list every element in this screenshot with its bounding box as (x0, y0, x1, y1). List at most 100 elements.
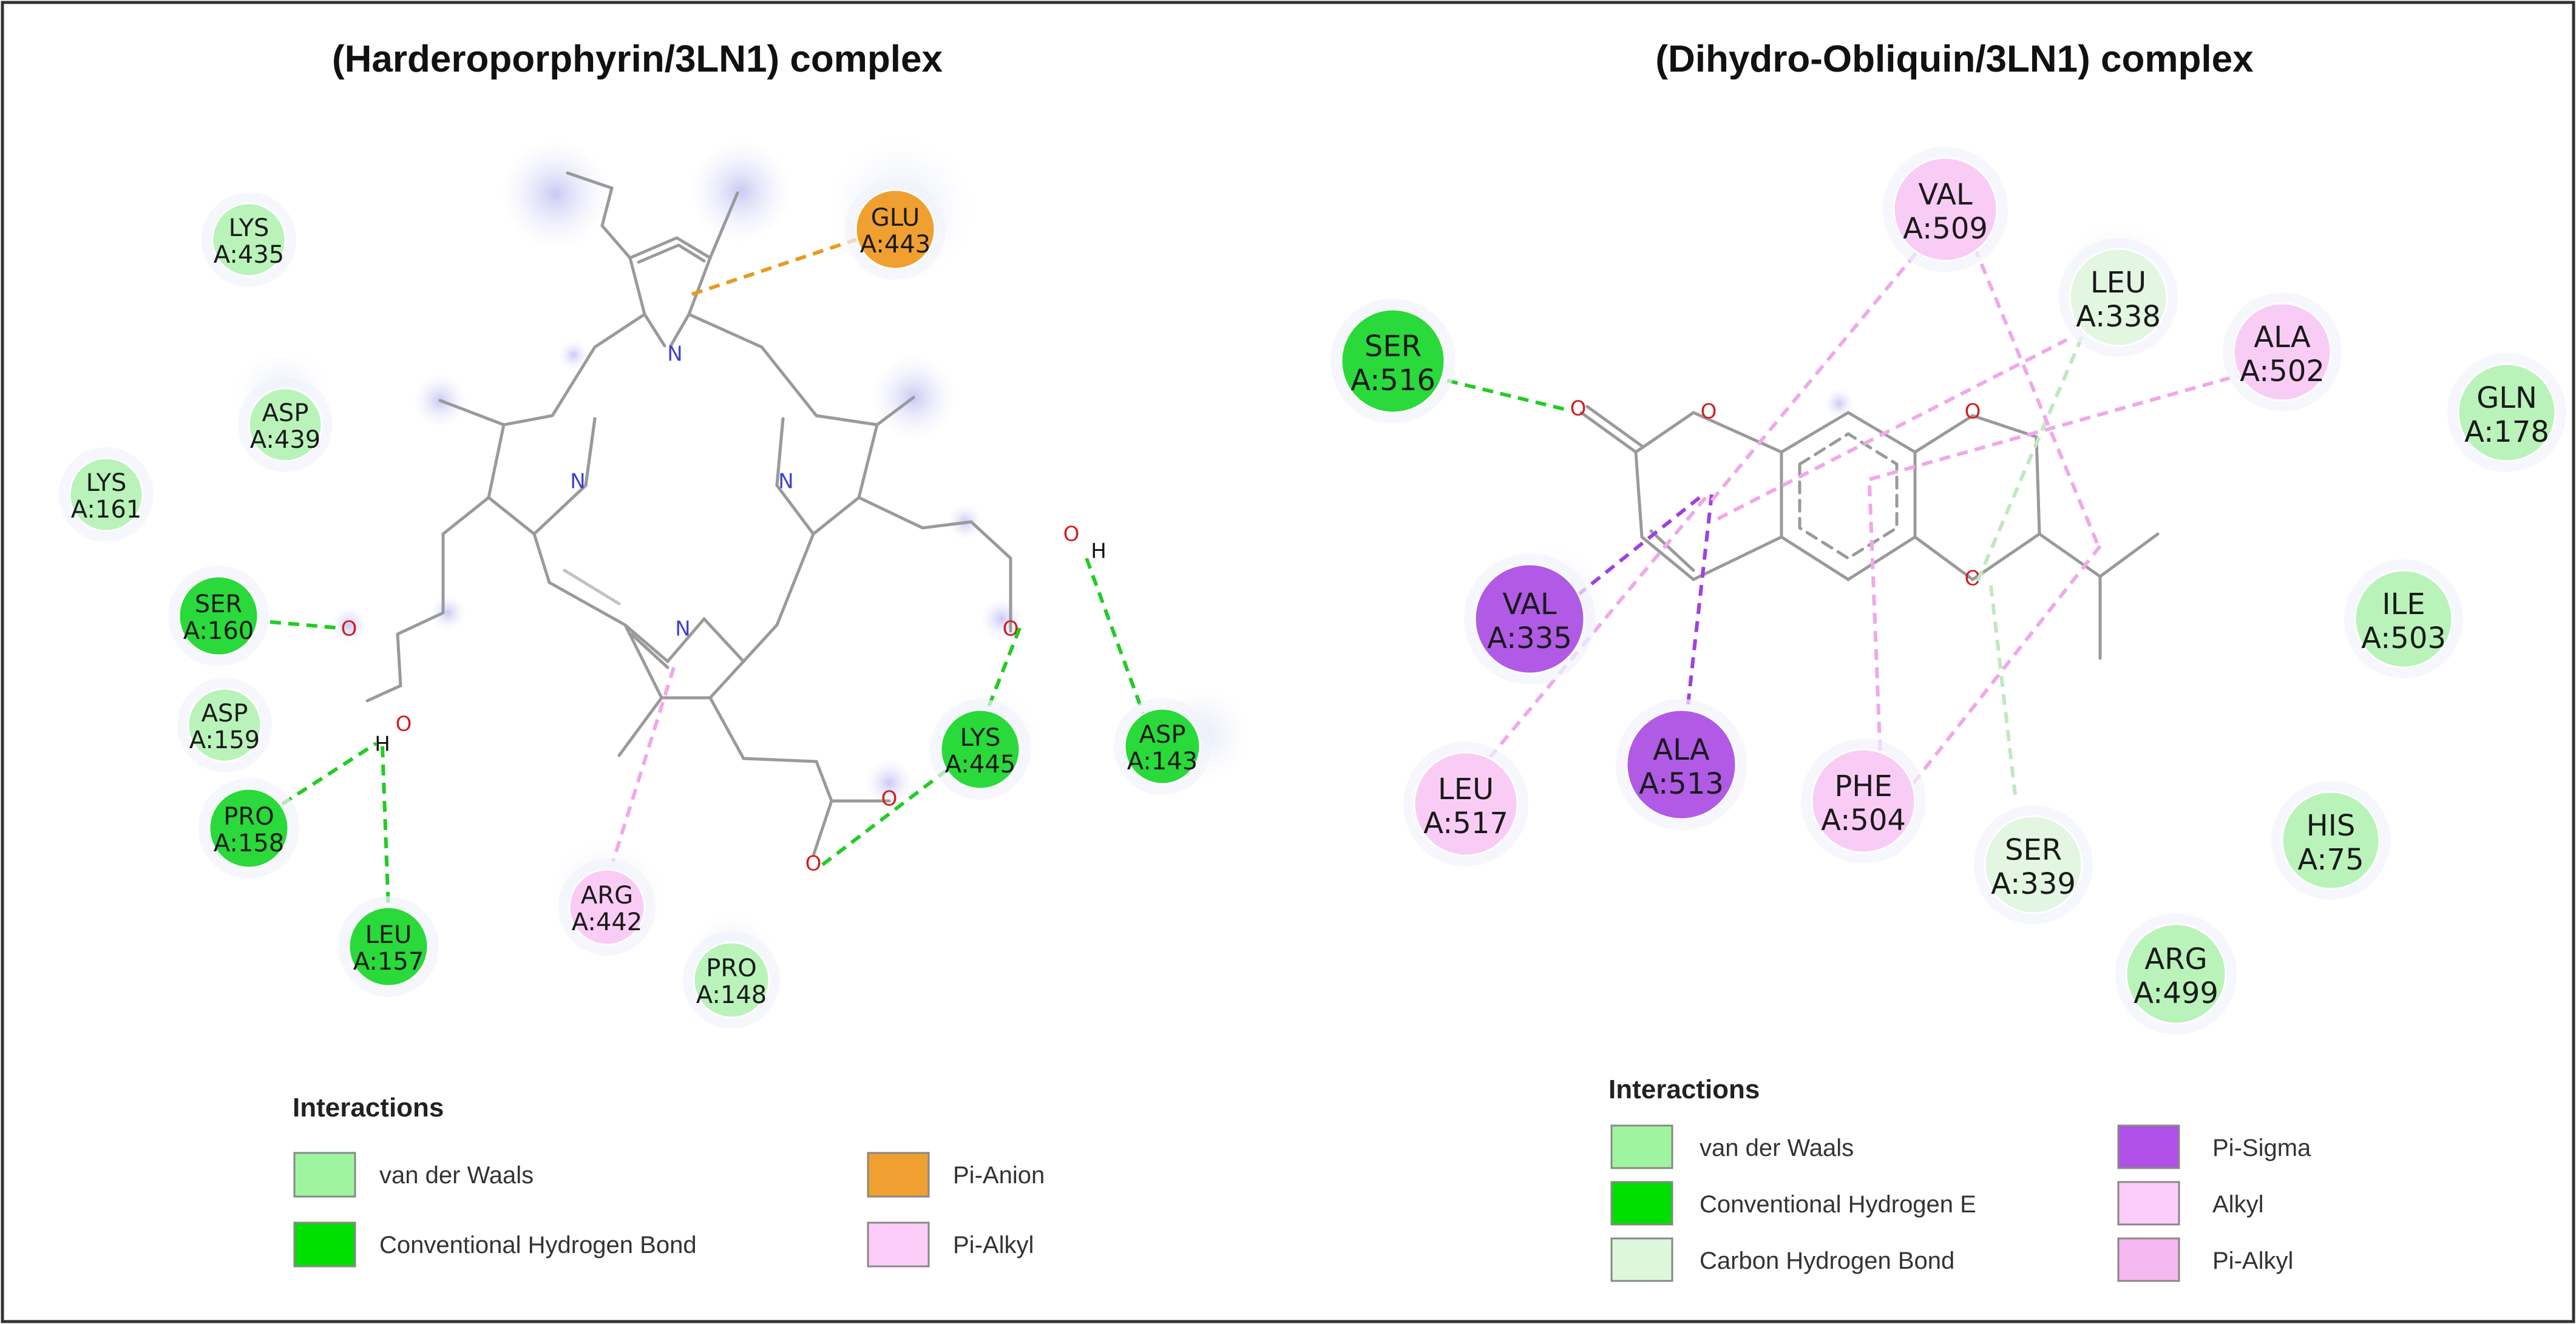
left-residue-id: A:445 (945, 751, 1015, 779)
right-residue-circle (1413, 751, 1519, 857)
right-residue-circle (2354, 569, 2453, 669)
left-residue-name: LEU (365, 921, 412, 949)
right-residue-id: A:509 (1903, 212, 1988, 246)
left-legend: Interactions van der Waals Conventional … (293, 1093, 1045, 1268)
right-legend-label-vdw: van der Waals (1700, 1135, 1854, 1161)
left-residue-id: A:161 (71, 496, 141, 524)
harderoporphyrin-skeleton (365, 171, 1012, 857)
left-legend-swatch-vdw (293, 1152, 356, 1198)
right-residue-id: A:502 (2240, 354, 2325, 388)
left-legend-swatch-pianion (867, 1152, 930, 1198)
right-residue-id: A:178 (2464, 415, 2549, 449)
left-residue-name: LYS (229, 214, 269, 242)
right-residue-circle (2281, 791, 2381, 890)
right-residue-circle (2125, 923, 2227, 1025)
dihydro-obliquin-skeleton (1579, 405, 2160, 660)
left-residue-circle (178, 575, 259, 657)
left-residue-id: A:160 (183, 617, 254, 645)
right-legend-label-hbond: Conventional Hydrogen E (1700, 1191, 1976, 1218)
right-residue-name: ALA (2254, 320, 2311, 354)
left-residue-id: A:148 (696, 981, 767, 1009)
left-residue-circle (348, 906, 429, 987)
right-residue-name: SER (1364, 329, 1422, 363)
right-residue-circle (1811, 748, 1916, 854)
right-residue-id: A:338 (2076, 300, 2161, 334)
left-title: (Harderoporphyrin/3LN1) complex (332, 38, 943, 80)
right-residue-name: ALA (1653, 733, 1710, 767)
atom-o-bottom-2: O (805, 852, 822, 876)
right-legend-swatch-pialkyl (2117, 1237, 2180, 1282)
right-residue-name: PHE (1834, 769, 1892, 803)
left-residue-id: A:439 (250, 426, 320, 454)
right-legend-swatch-alkyl (2117, 1181, 2180, 1226)
left-legend-label-hbond: Conventional Hydrogen Bond (379, 1232, 697, 1258)
right-residue-circle (2069, 248, 2168, 347)
left-panel: (Harderoporphyrin/3LN1) complex (59, 38, 1250, 1268)
right-residue-id: A:75 (2297, 843, 2364, 877)
right-residue-name: VAL (1502, 587, 1557, 621)
left-residue-name: PRO (223, 803, 274, 831)
right-residue-circle (1340, 308, 1446, 414)
left-residue-name: ASP (262, 399, 309, 427)
left-residue-id: A:143 (1127, 748, 1198, 775)
right-residue-id: A:503 (2361, 621, 2446, 655)
right-title: (Dihydro-Obliquin/3LN1) complex (1655, 38, 2254, 80)
left-residue-name: ASP (202, 700, 248, 728)
right-residue-name: ARG (2144, 942, 2207, 976)
left-legend-label-pialkyl: Pi-Alkyl (953, 1232, 1034, 1258)
atom-n-left: N (570, 470, 585, 494)
right-residue-circle (1474, 563, 1585, 675)
right-legend-label-chbond: Carbon Hydrogen Bond (1700, 1248, 1954, 1274)
right-residue-name: SER (2005, 833, 2062, 867)
atom-o-left-1: O (341, 617, 358, 641)
left-residue-name: ARG (581, 882, 633, 910)
left-residue-circle (248, 387, 323, 462)
left-residue-id: A:435 (214, 241, 284, 269)
right-residue-name: LEU (1438, 772, 1494, 806)
left-residue-circle (940, 709, 1021, 790)
right-atoms: O O O O (1570, 397, 1981, 591)
left-residue-name: ASP (1139, 721, 1186, 749)
left-legend-swatch-pialkyl (867, 1221, 930, 1268)
left-residue-circle (211, 202, 286, 277)
right-residue-circle (1625, 709, 1737, 820)
right-residue-circle (1893, 157, 1998, 262)
left-residue-circle (568, 868, 646, 946)
right-residues: VALA:509LEUA:338ALAA:502SERA:516GLNA:178… (1330, 147, 2566, 1035)
left-residue-circle (693, 941, 770, 1019)
atom-h-right: H (1091, 539, 1107, 564)
left-residue-circle (208, 788, 290, 869)
left-legend-label-pianion: Pi-Anion (953, 1162, 1045, 1189)
right-residue-id: A:517 (1423, 806, 1508, 840)
right-residue-circle (2457, 363, 2557, 462)
left-residue-id: A:442 (572, 908, 642, 936)
right-legend-swatch-chbond (1610, 1237, 1673, 1282)
right-residue-id: A:339 (1991, 867, 2076, 901)
left-residue-id: A:159 (189, 726, 260, 754)
left-residue-circle (69, 457, 144, 532)
right-panel: (Dihydro-Obliquin/3LN1) complex (1330, 38, 2566, 1282)
right-legend-label-pialkyl: Pi-Alkyl (2212, 1248, 2293, 1274)
left-residue-name: SER (195, 590, 242, 618)
left-residue-circle (1124, 708, 1201, 785)
right-residue-id: A:516 (1351, 363, 1435, 397)
left-residue-name: LYS (960, 724, 1001, 752)
right-residue-id: A:504 (1821, 803, 1906, 837)
right-residue-name: VAL (1918, 178, 1973, 212)
